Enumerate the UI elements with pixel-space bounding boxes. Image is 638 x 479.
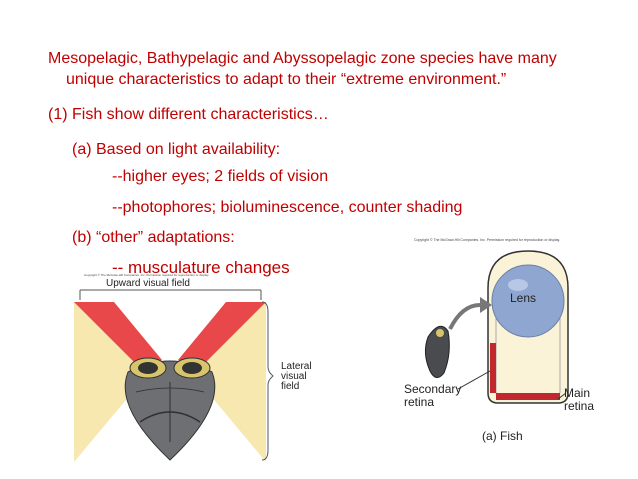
figure-right-copyright: Copyright © The McGraw-Hill Companies, I… <box>414 238 561 242</box>
main-retina-label: Main retina <box>564 386 595 413</box>
point-1a-item-1: --higher eyes; 2 fields of vision <box>112 168 329 185</box>
intro-line-2: unique characteristics to adapt to their… <box>66 71 507 88</box>
point-1a: (a) Based on light availability: <box>72 141 281 158</box>
figure-caption: (a) Fish <box>482 429 523 443</box>
point-1: (1) Fish show different characteristics… <box>48 106 329 123</box>
figure-left-copyright: Copyright © The McGraw-Hill Companies, I… <box>84 273 210 277</box>
point-1b-item-1: -- musculature changes <box>112 258 290 277</box>
intro-line-1: Mesopelagic, Bathypelagic and Abyssopela… <box>48 50 557 67</box>
point-1a-item-2: --photophores; bioluminescence, counter … <box>112 199 463 216</box>
lateral-visual-field-label: Lateral visual field <box>281 361 312 392</box>
visual-field-figure: Copyright © The McGraw-Hill Companies, I… <box>66 272 312 462</box>
lens-label: Lens <box>510 291 537 305</box>
fish-head-illustration <box>74 289 274 462</box>
point-1b: (b) “other” adaptations: <box>72 229 235 246</box>
eye-cross-section-illustration <box>424 250 569 404</box>
secondary-retina-label: Secondary retina <box>404 382 462 409</box>
fish-eye-figure: Copyright © The McGraw-Hill Companies, I… <box>400 233 630 448</box>
upward-visual-field-label: Upward visual field <box>106 278 190 289</box>
